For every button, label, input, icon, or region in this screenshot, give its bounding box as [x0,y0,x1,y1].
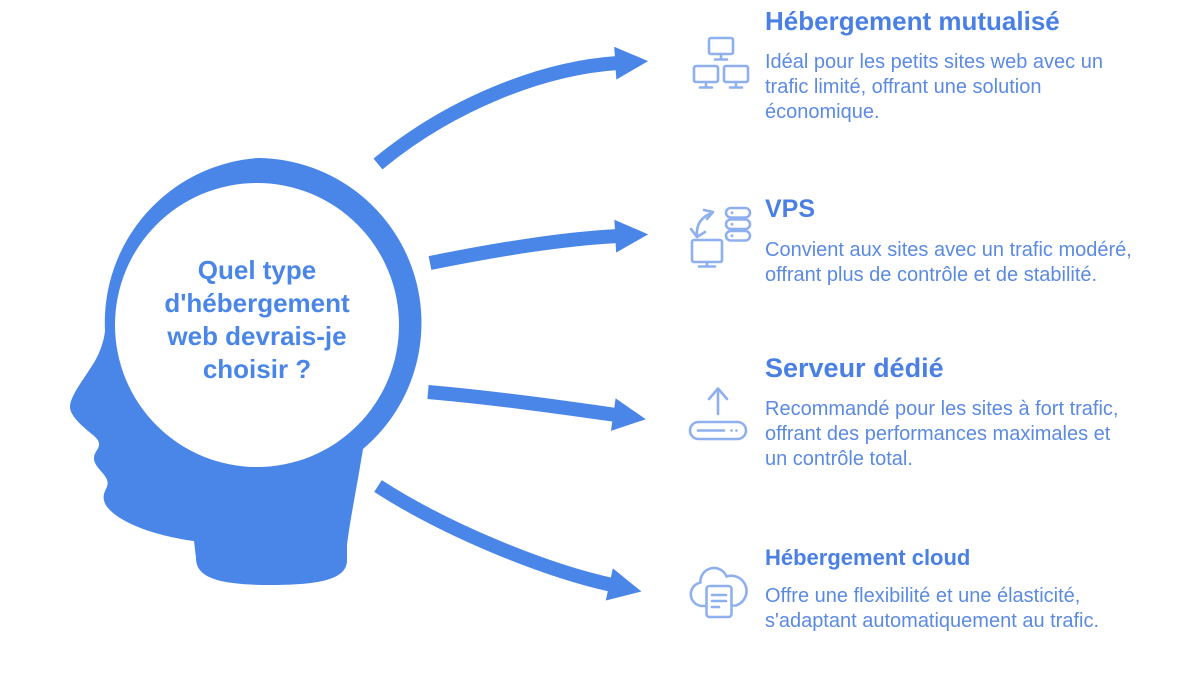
thought-bubble-circle [115,183,399,467]
option-description: Idéal pour les petits sites web avec un … [765,51,1103,123]
option-title: VPS [765,195,816,223]
vps-monitor-server-sync-icon [689,206,752,268]
arrow-to-shared-hosting [373,46,649,170]
cloud-document-icon [689,566,748,619]
option-description: Convient aux sites avec un trafic modéré… [765,239,1132,286]
central-question: Quel type d'hébergement web devrais-je c… [164,255,350,384]
option-title: Hébergement cloud [765,545,971,570]
option-title: Serveur dédié [765,353,944,383]
dedicated-server-upload-icon [688,387,748,441]
shared-hosting-network-icon [692,36,750,89]
option-description: Recommandé pour les sites à fort trafic,… [765,398,1119,470]
arrow-to-dedicated-server [427,385,646,431]
option-title: Hébergement mutualisé [765,6,1060,36]
arrow-to-cloud-hosting [374,480,642,601]
option-description: Offre une flexibilité et une élasticité,… [765,585,1100,632]
arrow-to-vps [428,219,649,270]
